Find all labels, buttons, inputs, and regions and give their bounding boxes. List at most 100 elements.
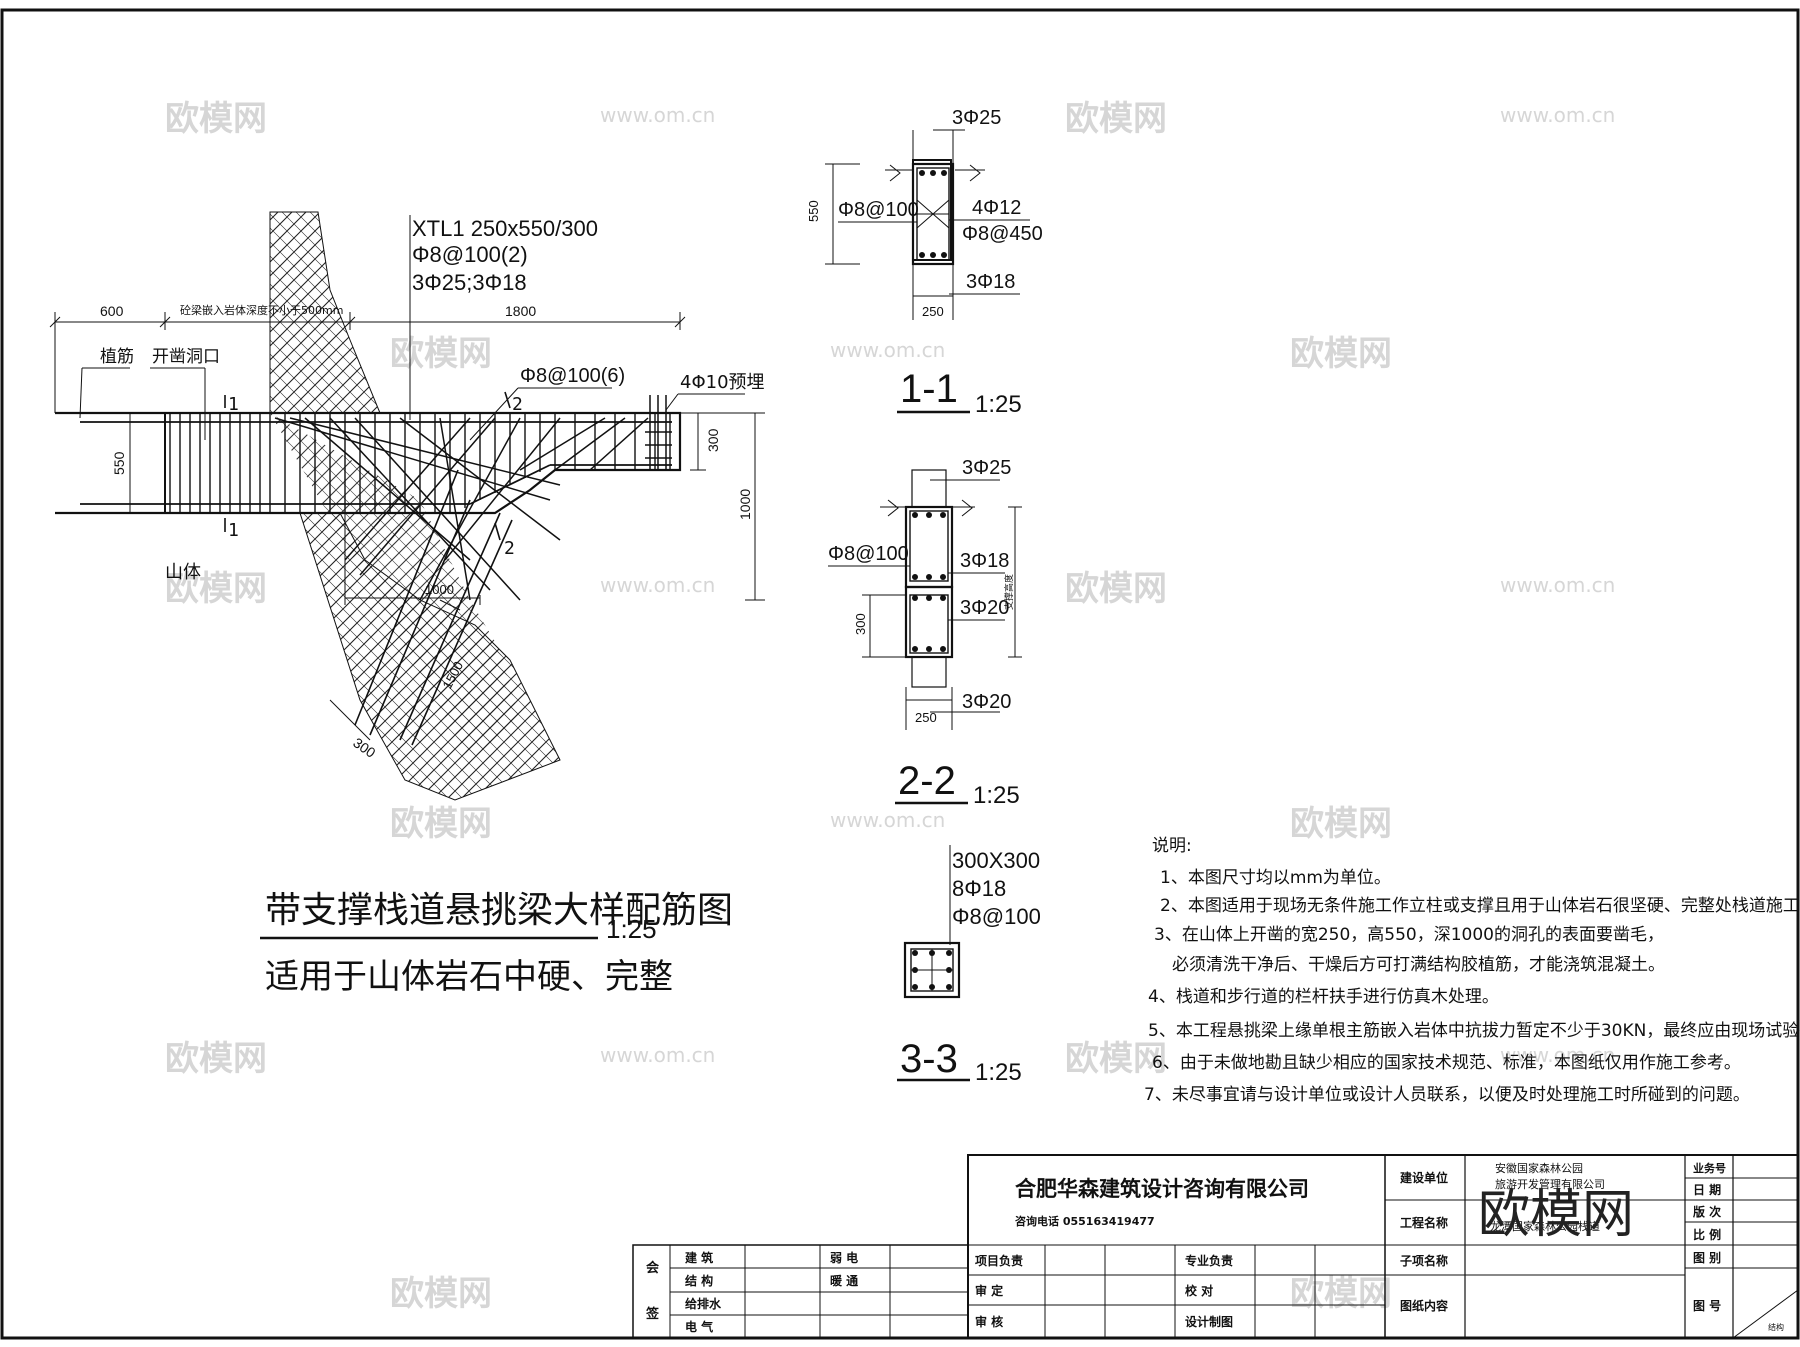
- label-review: 审 核: [975, 1314, 1003, 1329]
- sec3-bar: [912, 950, 918, 956]
- watermark-url: www.om.cn: [1500, 1043, 1615, 1067]
- sec2-bottom-bars: 3Φ20: [962, 691, 1011, 713]
- sec3-bar: [946, 984, 952, 990]
- label-diag-stirrup: Φ8@100(6): [520, 365, 625, 387]
- sec2-bar: [912, 595, 918, 601]
- label-check: 校 对: [1185, 1283, 1213, 1298]
- section-2-2: 3Φ25 Φ8@100 3Φ18 3Φ20 3Φ20 支撑高度 300 250 …: [828, 457, 1022, 809]
- watermark-logo: 欧模网: [165, 99, 267, 139]
- preembed-end: [645, 395, 672, 470]
- label-hole: 开凿洞口: [152, 347, 220, 367]
- dim-right-group: [680, 412, 765, 601]
- note-item-5: 5、本工程悬挑梁上缘单根主筋嵌入岩体中抗拔力暂定不少于30KN，最终应由现场试验…: [1148, 1021, 1800, 1041]
- watermark-url: www.om.cn: [600, 573, 715, 597]
- watermark-group: 欧模网 欧模网 欧模网 欧模网 欧模网 欧模网 欧模网 欧模网 欧模网 欧模网 …: [165, 99, 1392, 1314]
- watermark-url: www.om.cn: [830, 338, 945, 362]
- title-block: 合肥华森建筑设计咨询有限公司 咨询电话 055163419477 建设单位 安徽…: [632, 1154, 1799, 1339]
- diag-stirrup-leader: [469, 387, 519, 441]
- main-title-scale: 1:25: [606, 914, 657, 944]
- sec2-top-stub: [911, 469, 947, 508]
- beam-main-bars-label: 3Φ25;3Φ18: [412, 270, 527, 295]
- sec2-stirrup-upper: [909, 510, 949, 582]
- main-subtitle: 适用于山体岩石中硬、完整: [265, 957, 673, 997]
- dim-300-right: 300: [705, 428, 721, 452]
- note-item-2: 2、本图适用于现场无条件施工作立柱或支撑且用于山体岩石很坚硬、完整处栈道施工。: [1160, 896, 1800, 916]
- sec1-scale: 1:25: [975, 391, 1022, 418]
- label-mountain: 山体: [165, 562, 201, 583]
- watermark-url: www.om.cn: [830, 808, 945, 832]
- client-line-1: 安徽国家森林公园: [1495, 1161, 1583, 1175]
- watermark-logo: 欧模网: [1065, 1039, 1167, 1079]
- project-name: 龙潭国家森林公园栈道: [1490, 1219, 1600, 1233]
- sec2-height: 300: [853, 613, 868, 635]
- main-title: 带支撑栈道悬挑梁大样配筋图: [265, 890, 733, 931]
- sec1-bar: [941, 252, 947, 258]
- stirrups: [169, 413, 671, 513]
- label-version: 版 次: [1693, 1204, 1721, 1219]
- sec3-size: 300X300: [952, 848, 1040, 873]
- label-project: 工程名称: [1400, 1215, 1448, 1230]
- watermark-logo: 欧模网: [1290, 334, 1392, 374]
- sec1-break-lines: [885, 164, 985, 182]
- label-category: 图 别: [1693, 1251, 1721, 1265]
- sec2-bar: [912, 574, 918, 580]
- sec2-stirrup-lower: [909, 594, 949, 654]
- note-item-3: 3、在山体上开凿的宽250，高550，深1000的洞孔的表面要凿毛，: [1154, 925, 1664, 945]
- label-client: 建设单位: [1399, 1170, 1448, 1185]
- label-date: 日 期: [1693, 1182, 1721, 1197]
- note-item-6: 6、由于未做地勘且缺少相应的国家技术规范、标准，本图纸仅用作施工参考。: [1152, 1053, 1741, 1073]
- sec2-bar: [926, 512, 932, 518]
- note-item-1: 1、本图尺寸均以mm为单位。: [1160, 868, 1391, 888]
- sec2-bar: [912, 646, 918, 652]
- sec2-bar: [926, 646, 932, 652]
- sec2-bar: [912, 512, 918, 518]
- sec3-bar: [912, 984, 918, 990]
- sec1-bar: [930, 170, 936, 176]
- cantilever-elevation: 1 1 2 2 600 1800 砼梁嵌入岩体深度不小于500mm XTL1 2…: [49, 211, 765, 801]
- sec2-top-bars: 3Φ25: [962, 457, 1011, 479]
- sec1-bar: [919, 170, 925, 176]
- label-project-lead: 项目负责: [975, 1253, 1023, 1268]
- sec2-bar: [926, 574, 932, 580]
- brand-watermark-logo: 欧模网: [1478, 1185, 1634, 1245]
- watermark-logo: 欧模网: [165, 569, 267, 609]
- notes-heading: 说明:: [1152, 836, 1192, 856]
- watermark-url: www.om.cn: [1500, 103, 1615, 127]
- plant-rebar-leader: [79, 367, 83, 419]
- watermark-logo: 欧模网: [390, 1274, 492, 1314]
- watermark-url: www.om.cn: [600, 103, 715, 127]
- disc-weak: 弱 电: [830, 1250, 858, 1265]
- note-item-3-cont: 必须清洗干净后、干燥后方可打满结构胶植筋，才能浇筑混凝土。: [1172, 955, 1665, 975]
- diagonal-bars: [274, 417, 649, 601]
- watermark-logo: 欧模网: [1065, 99, 1167, 139]
- countersign-qian: 签: [645, 1306, 660, 1322]
- label-preembed: 4Φ10预埋: [680, 372, 765, 393]
- sec1-bar: [930, 252, 936, 258]
- watermark-url: www.om.cn: [1500, 573, 1615, 597]
- preembed-leader: [665, 393, 679, 411]
- label-approve: 审 定: [975, 1283, 1003, 1298]
- label-scale: 比 例: [1693, 1227, 1721, 1242]
- company-name: 合肥华森建筑设计咨询有限公司: [1015, 1177, 1309, 1201]
- top-dimension: [49, 312, 686, 413]
- watermark-logo: 欧模网: [1065, 569, 1167, 609]
- sec1-top-bars: 3Φ25: [952, 107, 1001, 129]
- embed-depth-note: 砼梁嵌入岩体深度不小于500mm: [180, 303, 343, 317]
- watermark-logo: 欧模网: [1290, 804, 1392, 844]
- section-mark-2-bottom: 2: [504, 538, 515, 559]
- section-3-3: 300X300 8Φ18 Φ8@100 3-3 1:25: [897, 845, 1041, 1086]
- sec1-height: 550: [806, 200, 821, 222]
- dim-300-bottom: 300: [350, 734, 378, 761]
- watermark-logo: 欧模网: [165, 1039, 267, 1079]
- watermark-url: www.om.cn: [600, 1043, 715, 1067]
- design-notes: 说明: 1、本图尺寸均以mm为单位。 2、本图适用于现场无条件施工作立柱或支撑且…: [1144, 836, 1800, 1105]
- label-subitem: 子项名称: [1400, 1253, 1448, 1268]
- label-content: 图纸内容: [1400, 1298, 1448, 1313]
- sheet-border: [0, 8, 1800, 1340]
- sec1-tie-label: Φ8@450: [962, 223, 1043, 245]
- rock-mass-mid: [270, 413, 520, 760]
- sec3-bar: [946, 950, 952, 956]
- sec1-bottom-bars: 3Φ18: [966, 271, 1015, 293]
- sec2-bar: [940, 512, 946, 518]
- label-plant-rebar: 植筋: [100, 347, 134, 367]
